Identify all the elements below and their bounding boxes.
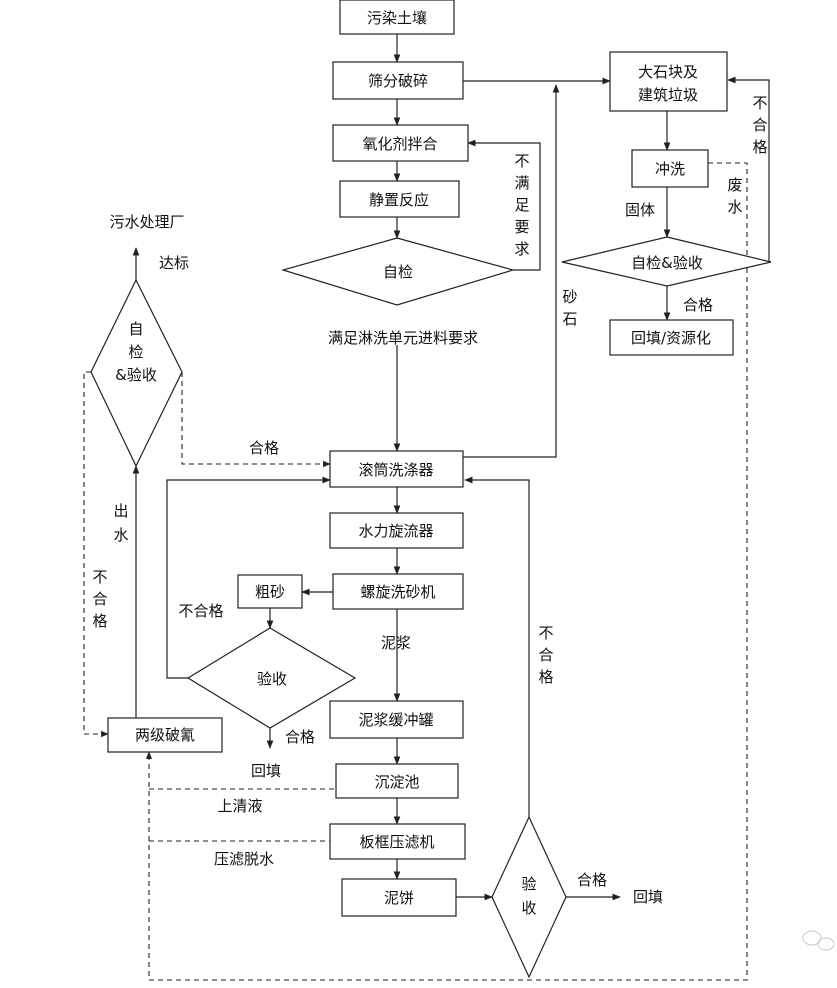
node-self-check-accept-1: 自检&验收 (561, 236, 772, 287)
svg-text:格: 格 (538, 668, 553, 686)
node-coarse-sand: 粗砂 (237, 574, 303, 609)
node-backfill-sand: 回填 (251, 762, 281, 780)
svg-text:水力旋流器: 水力旋流器 (358, 522, 433, 540)
node-accept-2: 验 收 (491, 815, 567, 979)
svg-text:验收: 验收 (257, 670, 287, 688)
svg-text:回填/资源化: 回填/资源化 (631, 329, 711, 347)
svg-text:板框压滤机: 板框压滤机 (359, 833, 434, 851)
svg-text:不: 不 (514, 152, 529, 170)
svg-text:不: 不 (538, 624, 553, 642)
label-reach-standard: 达标 (159, 254, 189, 272)
svg-text:格: 格 (752, 138, 767, 156)
label-solid: 固体 (625, 201, 655, 219)
svg-text:泥饼: 泥饼 (384, 889, 414, 907)
label-unqualified-sand: 不合格 (178, 602, 223, 620)
svg-text:检: 检 (128, 343, 143, 361)
node-oxidant-mix: 氧化剂拌合 (332, 124, 469, 162)
node-backfill-resource: 回填/资源化 (609, 319, 734, 356)
node-drum-washer: 滚筒洗涤器 (329, 450, 464, 488)
svg-text:不: 不 (752, 94, 767, 112)
svg-text:筛分破碎: 筛分破碎 (368, 72, 428, 90)
svg-text:&验收: &验收 (115, 366, 157, 384)
label-qualified-end: 合格 (577, 871, 607, 889)
label-qualified-top: 合格 (683, 296, 713, 314)
node-accept-1: 验收 (186, 627, 357, 729)
svg-text:足: 足 (514, 196, 529, 214)
svg-text:水: 水 (727, 198, 742, 216)
node-screen-crush: 筛分破碎 (332, 61, 464, 100)
svg-text:回填: 回填 (633, 888, 663, 906)
node-backfill-end: 回填 (633, 888, 663, 906)
svg-text:合: 合 (92, 590, 107, 608)
svg-text:不: 不 (92, 568, 107, 586)
dashed-edges (83, 162, 748, 981)
label-unqualified-left: 不 合 格 (92, 568, 107, 630)
node-static-react: 静置反应 (339, 180, 460, 218)
label-outflow: 出 水 (113, 502, 128, 544)
node-screw-sand-washer: 螺旋洗砂机 (332, 573, 464, 610)
label-press-dewater: 压滤脱水 (214, 850, 274, 868)
label-meets-feed: 满足淋洗单元进料要求 (328, 329, 478, 347)
label-unqualified-right: 不 合 格 (538, 624, 553, 686)
svg-text:冲洗: 冲洗 (655, 160, 685, 178)
svg-text:合: 合 (538, 646, 553, 664)
svg-text:污染土壤: 污染土壤 (367, 9, 427, 27)
svg-text:格: 格 (92, 612, 107, 630)
svg-text:合: 合 (752, 116, 767, 134)
svg-text:要: 要 (514, 218, 529, 236)
node-rinse: 冲洗 (631, 149, 709, 188)
label-qualified-sand: 合格 (285, 728, 315, 746)
svg-text:粗砂: 粗砂 (255, 583, 285, 601)
svg-text:螺旋洗砂机: 螺旋洗砂机 (360, 583, 435, 601)
svg-text:自: 自 (128, 320, 143, 338)
svg-text:氧化剂拌合: 氧化剂拌合 (362, 135, 437, 153)
svg-text:沉淀池: 沉淀池 (374, 773, 419, 791)
label-qualified-left: 合格 (249, 439, 279, 457)
svg-text:静置反应: 静置反应 (369, 191, 429, 209)
edges (132, 34, 770, 901)
label-wastewater: 废 水 (727, 176, 742, 216)
svg-text:出: 出 (113, 502, 128, 520)
node-self-check-1: 自检 (280, 237, 516, 306)
svg-text:滚筒洗涤器: 滚筒洗涤器 (358, 461, 433, 479)
svg-text:求: 求 (514, 240, 529, 258)
svg-text:污水处理厂: 污水处理厂 (109, 213, 184, 231)
svg-text:泥浆缓冲罐: 泥浆缓冲罐 (358, 711, 433, 729)
node-mud-cake: 泥饼 (341, 878, 457, 917)
node-hydrocyclone: 水力旋流器 (329, 512, 464, 549)
node-settling-tank: 沉淀池 (335, 763, 459, 799)
node-filter-press: 板框压滤机 (329, 823, 466, 860)
svg-text:回填: 回填 (251, 762, 281, 780)
label-supernatant: 上清液 (217, 797, 262, 815)
svg-text:砂: 砂 (562, 288, 577, 306)
svg-text:满: 满 (514, 174, 529, 192)
node-sewage-plant: 污水处理厂 (109, 213, 184, 231)
node-two-stage-cyanide: 两级破氰 (107, 717, 223, 753)
watermark-icon (802, 930, 835, 951)
svg-text:建筑垃圾: 建筑垃圾 (638, 86, 698, 104)
svg-text:两级破氰: 两级破氰 (135, 726, 195, 744)
label-unqualified-top: 不 合 格 (752, 94, 767, 156)
node-contaminated-soil: 污染土壤 (339, 0, 455, 35)
svg-text:自检: 自检 (383, 263, 413, 281)
svg-text:大石块及: 大石块及 (638, 63, 698, 81)
label-slurry: 泥浆 (381, 634, 411, 652)
node-self-check-accept-2: 自 检 &验收 (90, 278, 183, 468)
svg-text:收: 收 (521, 899, 536, 917)
svg-text:水: 水 (113, 526, 128, 544)
svg-text:自检&验收: 自检&验收 (631, 254, 703, 272)
svg-text:石: 石 (562, 310, 577, 328)
node-big-stones: 大石块及 建筑垃圾 (609, 51, 728, 112)
label-not-meet: 不 满 足 要 求 (514, 152, 529, 258)
label-gravel: 砂 石 (562, 288, 577, 328)
svg-text:废: 废 (727, 176, 742, 194)
node-slurry-tank: 泥浆缓冲罐 (329, 700, 464, 739)
svg-text:验: 验 (521, 875, 536, 893)
